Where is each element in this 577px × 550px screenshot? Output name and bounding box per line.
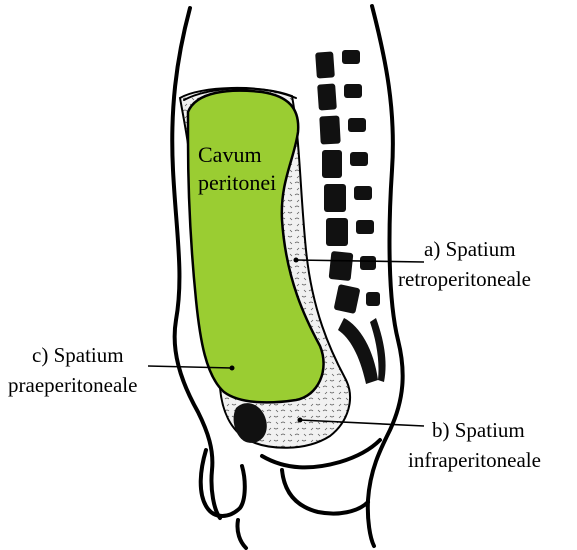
label-c-line2: praeperitoneale bbox=[8, 373, 137, 397]
leader-dot-a bbox=[294, 258, 299, 263]
pelvic-floor-outline bbox=[201, 450, 245, 516]
label-c-line1: c) Spatium bbox=[32, 343, 124, 367]
label-b-line1: b) Spatium bbox=[432, 418, 525, 442]
lower-limb-outline bbox=[237, 520, 246, 548]
leader-line-a bbox=[296, 260, 424, 262]
buttock-outline bbox=[282, 470, 368, 514]
cavum-peritonei-label-line1: Cavum bbox=[198, 142, 262, 167]
cavum-peritonei-label-line2: peritonei bbox=[198, 170, 276, 195]
label-a-line2: retroperitoneale bbox=[398, 267, 531, 291]
leader-dot-c bbox=[230, 366, 235, 371]
label-a-line1: a) Spatium bbox=[424, 237, 516, 261]
leader-dot-b bbox=[298, 418, 303, 423]
label-b-line2: infraperitoneale bbox=[408, 448, 541, 472]
